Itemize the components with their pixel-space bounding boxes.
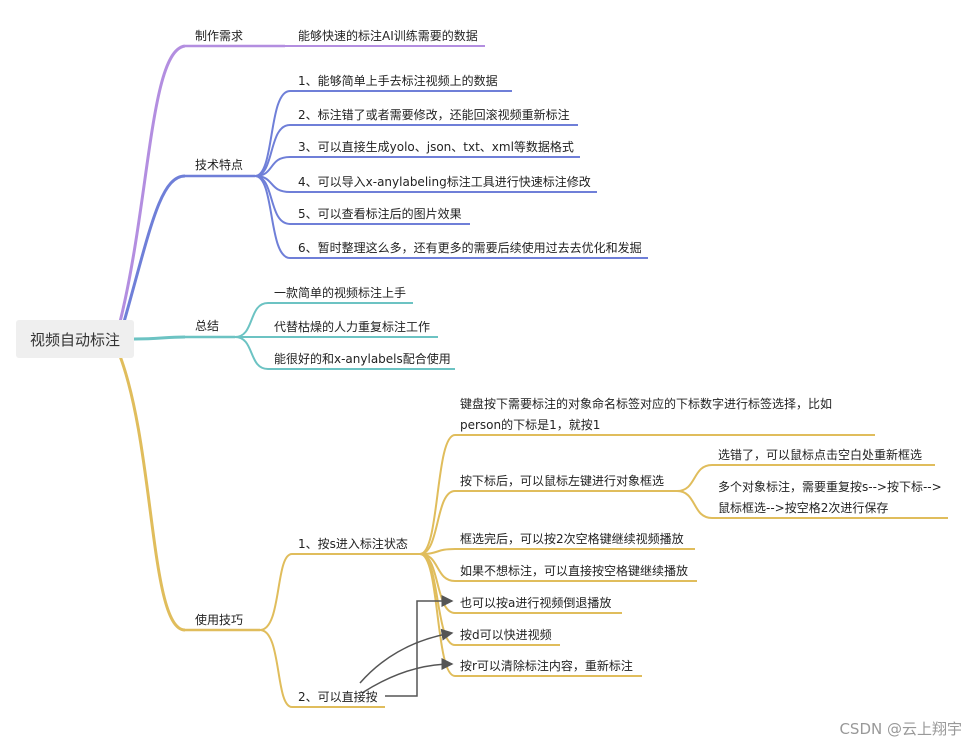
tip-clear[interactable]: 按r可以清除标注内容，重新标注 <box>460 659 633 673</box>
branch-features[interactable]: 技术特点 <box>195 158 244 172</box>
tip-skip[interactable]: 如果不想标注，可以直接按空格键继续播放 <box>460 564 689 578</box>
arrow-to-forward <box>359 628 454 684</box>
connector-root-features <box>122 174 186 323</box>
branch-tips[interactable]: 使用技巧 <box>195 613 244 627</box>
requirement-detail[interactable]: 能够快速的标注AI训练需要的数据 <box>298 29 478 43</box>
connector-root-summary <box>133 335 186 341</box>
tip-select[interactable]: 按下标后，可以鼠标左键进行对象框选 <box>460 474 665 488</box>
feature-item[interactable]: 5、可以查看标注后的图片效果 <box>298 207 462 221</box>
connector-root-tips <box>118 355 186 632</box>
tips-s-mode[interactable]: 1、按s进入标注状态 <box>298 537 408 551</box>
tip-keyboard-line1[interactable]: 键盘按下需要标注的对象命名标签对应的下标数字进行标签选择，比如 <box>460 397 833 411</box>
summary-item[interactable]: 一款简单的视频标注上手 <box>274 286 407 300</box>
tip-keyboard-line2[interactable]: person的下标是1，就按1 <box>460 418 601 432</box>
summary-item[interactable]: 能很好的和x-anylabels配合使用 <box>274 352 451 366</box>
connector-root-requirement <box>118 44 186 323</box>
tip-select-sub1[interactable]: 选错了，可以鼠标点击空白处重新框选 <box>718 448 923 462</box>
tip-after[interactable]: 框选完后，可以按2次空格键继续视频播放 <box>460 532 684 546</box>
tip-select-sub2-line1[interactable]: 多个对象标注，需要重复按s-->按下标--> <box>718 480 942 494</box>
feature-item[interactable]: 3、可以直接生成yolo、json、txt、xml等数据格式 <box>298 140 574 154</box>
tip-forward[interactable]: 按d可以快进视频 <box>460 628 552 642</box>
watermark: CSDN @云上翔宇 <box>839 720 962 738</box>
feature-item[interactable]: 2、标注错了或者需要修改，还能回滚视频重新标注 <box>298 108 570 122</box>
feature-item[interactable]: 4、可以导入x-anylabeling标注工具进行快速标注修改 <box>298 175 591 189</box>
feature-item[interactable]: 1、能够简单上手去标注视频上的数据 <box>298 74 498 88</box>
tip-select-sub2-line2[interactable]: 鼠标框选-->按空格2次进行保存 <box>718 501 889 515</box>
root-node[interactable]: 视频自动标注 <box>16 320 134 358</box>
branch-summary[interactable]: 总结 <box>195 319 220 333</box>
arrow-to-rewind <box>385 595 454 697</box>
feature-item[interactable]: 6、暂时整理这么多，还有更多的需要后续使用过去去优化和发掘 <box>298 241 642 255</box>
tip-rewind[interactable]: 也可以按a进行视频倒退播放 <box>460 596 612 610</box>
arrow-to-clear <box>361 658 454 694</box>
summary-item[interactable]: 代替枯燥的人力重复标注工作 <box>274 320 431 334</box>
branch-requirement[interactable]: 制作需求 <box>195 29 244 43</box>
tips-direct[interactable]: 2、可以直接按 <box>298 690 378 704</box>
